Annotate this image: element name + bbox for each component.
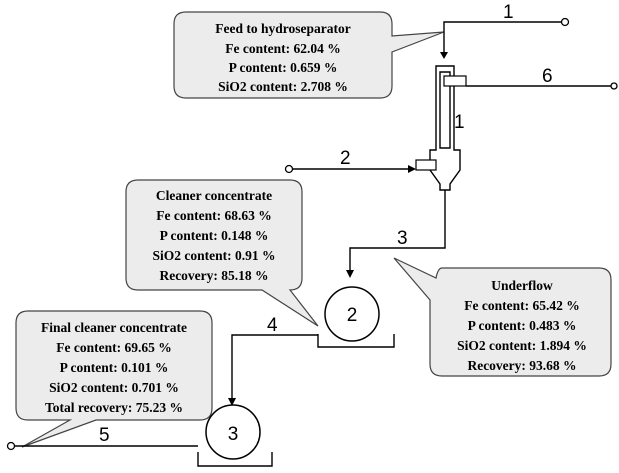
hydroseparator-inner-tube (439, 71, 451, 149)
stream-1: 1 (440, 2, 570, 59)
callout-feed-sio2: SiO2 content: 2.708 % (218, 79, 348, 94)
stream-3-arrow-icon (346, 270, 354, 278)
stream-3-label: 3 (397, 228, 408, 249)
callout-final-sio2: SiO2 content: 0.701 % (49, 380, 179, 395)
stream-5: 5 (6, 425, 198, 451)
stream-4: 4 (228, 315, 318, 406)
stream-3-pipe (349, 190, 446, 274)
cleaner-cell-tank (317, 334, 395, 348)
callout-cleaner-recovery: Recovery: 85.18 % (159, 268, 268, 283)
callout-cleaner-title: Cleaner concentrate (156, 188, 272, 203)
callout-cleaner-p: P content: 0.148 % (160, 228, 269, 243)
callout-feed-title: Feed to hydroseparator (215, 21, 350, 36)
callout-underflow-bubble (393, 257, 612, 377)
final-cell-circle (205, 404, 261, 460)
callout-cleaner-fe: Fe content: 68.63 % (156, 208, 271, 223)
stream-2: 2 (284, 148, 416, 174)
stream-4-arrow-icon (228, 398, 236, 406)
final-cell-tank (197, 452, 273, 467)
hydroseparator-label: 1 (454, 112, 465, 133)
stream-6-label: 6 (542, 66, 553, 87)
stream-6-end-node (610, 82, 618, 90)
callout-underflow-title: Underflow (491, 278, 553, 293)
hydroseparator-unit: 1 (415, 65, 467, 191)
stream-5-end-node (6, 441, 16, 451)
stream-1-pipe (443, 21, 561, 56)
callout-feed-fe: Fe content: 62.04 % (225, 41, 340, 56)
overflow-launder (443, 75, 467, 87)
callout-final-bubble (15, 310, 213, 448)
callout-feed-p: P content: 0.659 % (229, 60, 338, 75)
cleaner-cell-circle (324, 286, 380, 342)
callout-cleaner: Cleaner concentrate Fe content: 68.63 % … (125, 179, 319, 327)
final-cell-unit: 3 (197, 404, 273, 467)
stream-2-label: 2 (340, 148, 351, 169)
stream-4-label: 4 (267, 315, 278, 336)
callout-underflow-fe: Fe content: 65.42 % (464, 298, 579, 313)
callout-feed: Feed to hydroseparator Fe content: 62.04… (173, 11, 445, 99)
callout-underflow-p: P content: 0.483 % (468, 318, 577, 333)
stream-6: 6 (466, 66, 618, 90)
cleaner-cell-label: 2 (347, 305, 358, 326)
callout-cleaner-bubble (125, 179, 319, 327)
stream-1-arrow-icon (440, 52, 448, 59)
water-inlet-box (415, 159, 437, 171)
stream-5-label: 5 (99, 425, 110, 446)
stream-4-pipe (231, 334, 318, 402)
stream-3: 3 (346, 190, 446, 278)
callout-cleaner-sio2: SiO2 content: 0.91 % (153, 248, 276, 263)
callout-final-fe: Fe content: 69.65 % (56, 340, 171, 355)
hydroseparator-body (429, 65, 461, 191)
stream-1-label: 1 (503, 2, 514, 23)
stream-2-source-node (284, 164, 294, 174)
stream-1-source-node (560, 17, 570, 27)
callout-underflow-recovery: Recovery: 93.68 % (467, 358, 576, 373)
stream-2-arrow-icon (408, 165, 416, 173)
callout-feed-bubble (173, 11, 445, 99)
callout-underflow: Underflow Fe content: 65.42 % P content:… (393, 257, 612, 377)
cleaner-cell-unit: 2 (317, 286, 395, 348)
callout-final: Final cleaner concentrate Fe content: 69… (15, 310, 213, 448)
callout-underflow-sio2: SiO2 content: 1.894 % (457, 338, 587, 353)
callout-final-title: Final cleaner concentrate (41, 320, 187, 335)
final-cell-label: 3 (228, 424, 239, 445)
callout-final-p: P content: 0.101 % (60, 360, 169, 375)
callout-final-total-recovery: Total recovery: 75.23 % (45, 400, 183, 415)
